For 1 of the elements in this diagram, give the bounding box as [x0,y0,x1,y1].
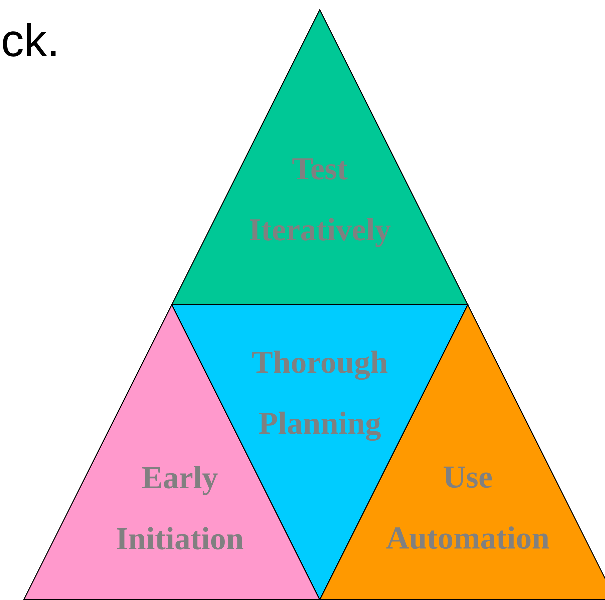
heading-fragment: ck. [3,23,56,57]
